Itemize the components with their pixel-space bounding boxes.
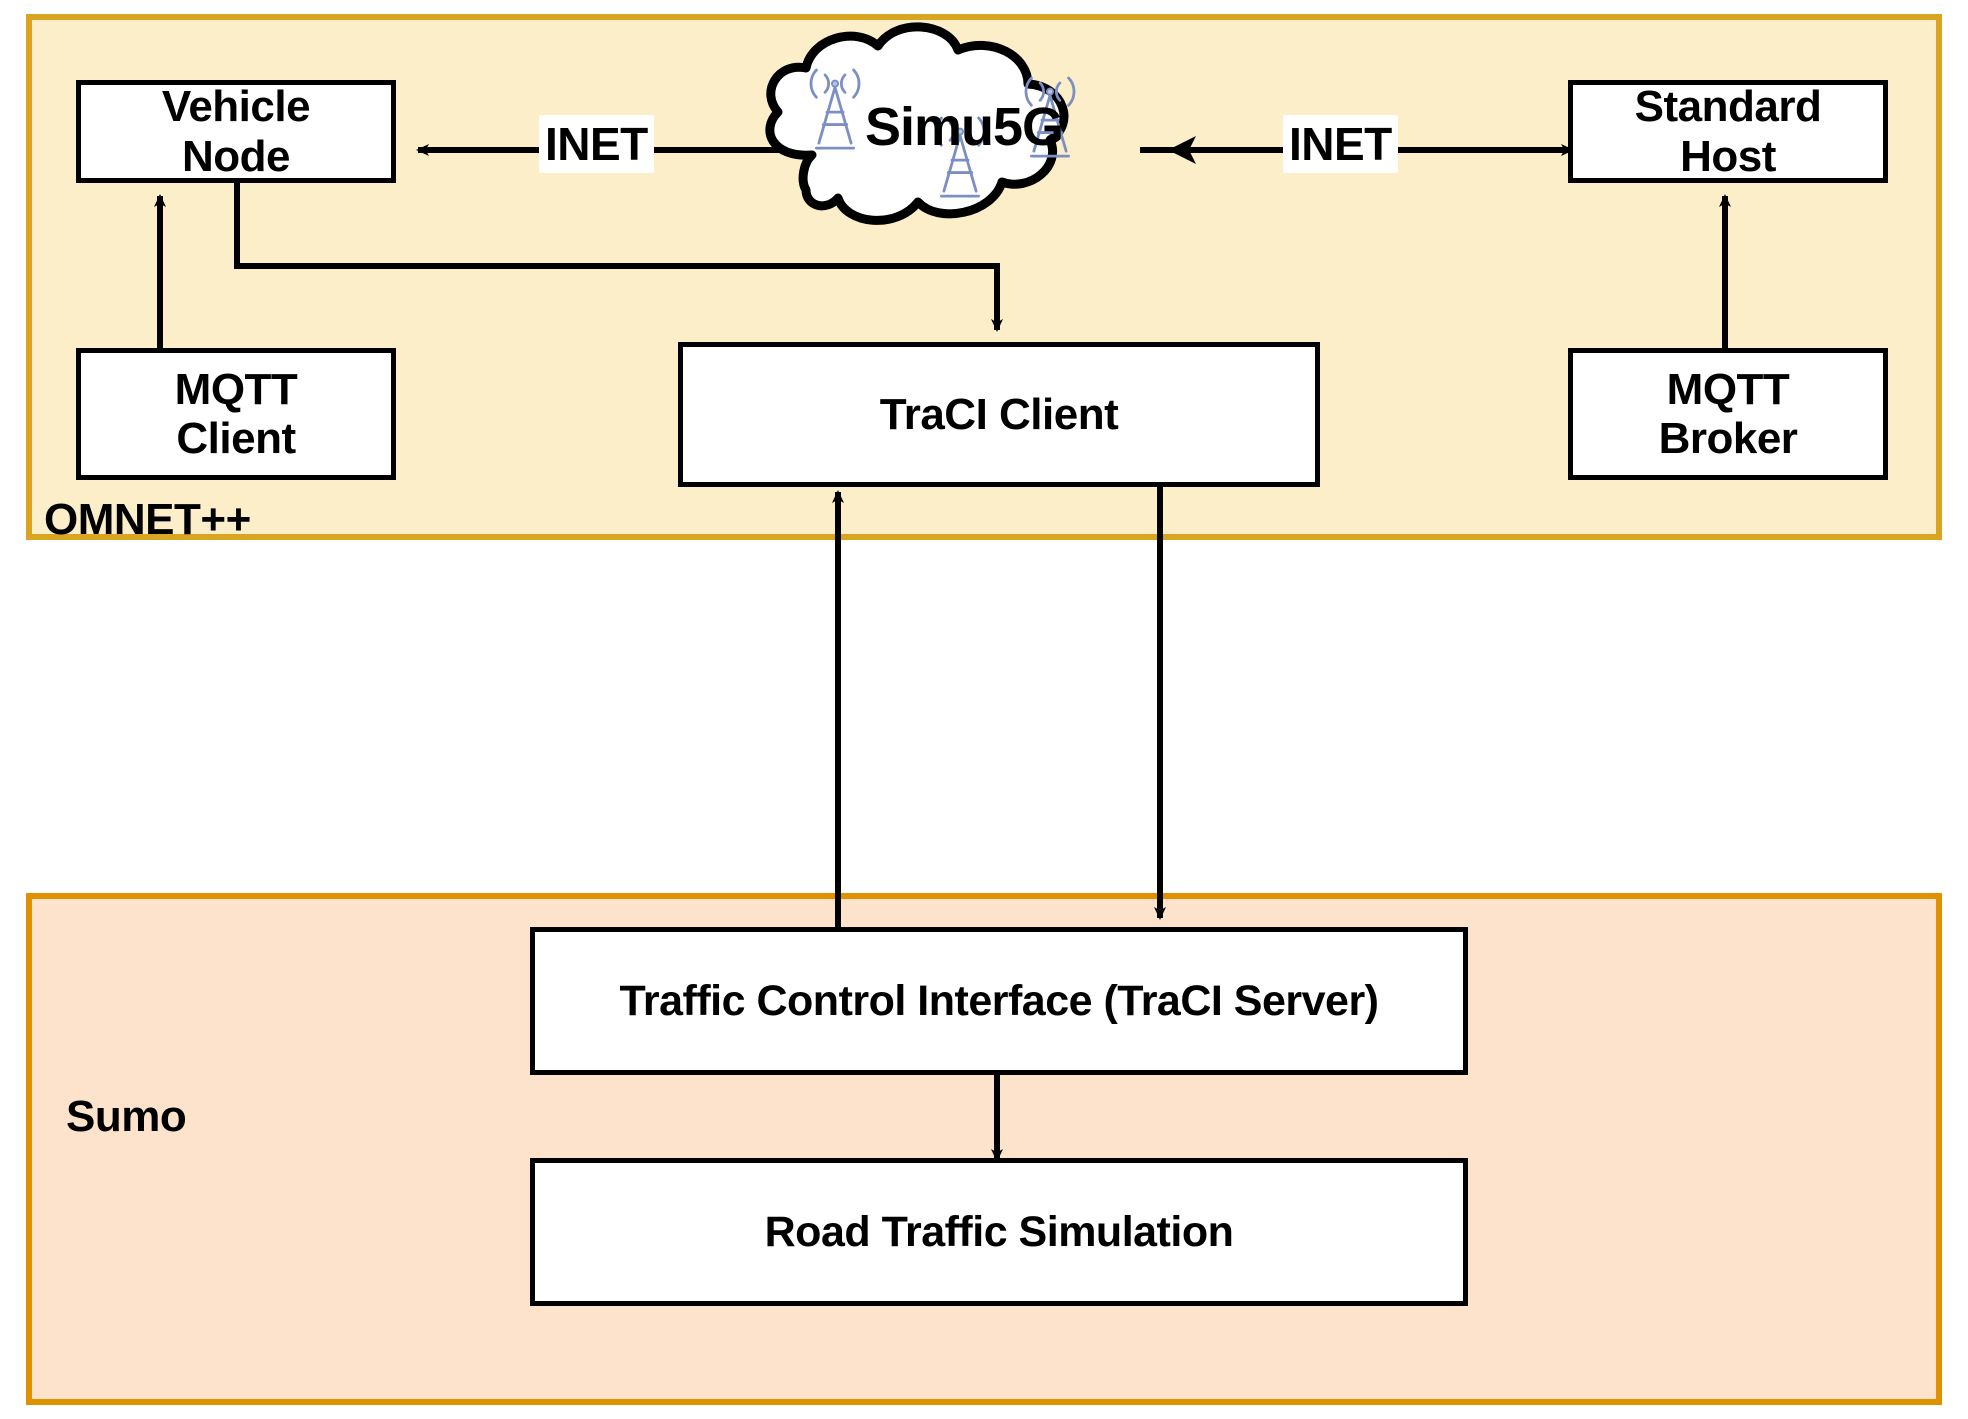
- edge-vehicle-node-to-traci-client: [234, 180, 1003, 332]
- node-road-traffic-simulation[interactable]: Road Traffic Simulation: [530, 1158, 1468, 1306]
- node-mqtt-client-line2: Client: [176, 414, 296, 463]
- arrowhead-into-cloud-right: [1168, 136, 1196, 164]
- node-vehicle-node[interactable]: Vehicle Node: [76, 80, 396, 183]
- node-mqtt-client-line1: MQTT: [174, 364, 298, 414]
- node-mqtt-broker-line2: Broker: [1658, 414, 1798, 463]
- node-traci-client[interactable]: TraCI Client: [678, 342, 1320, 487]
- node-vehicle-node-line2: Node: [181, 131, 291, 181]
- node-traci-server[interactable]: Traffic Control Interface (TraCI Server): [530, 927, 1468, 1075]
- node-mqtt-broker[interactable]: MQTT Broker: [1568, 348, 1888, 480]
- region-label-omnet: OMNET++: [44, 495, 251, 544]
- simu5g-label: Simu5G: [865, 97, 1064, 157]
- region-label-sumo: Sumo: [66, 1092, 187, 1141]
- node-mqtt-broker-line1: MQTT: [1666, 364, 1790, 414]
- node-standard-host-line1: Standard: [1634, 82, 1822, 132]
- node-vehicle-node-line1: Vehicle: [161, 82, 311, 132]
- node-mqtt-client[interactable]: MQTT Client: [76, 348, 396, 480]
- edge-label-inet-left: INET: [539, 115, 654, 173]
- edge-label-inet-right: INET: [1283, 115, 1398, 173]
- node-standard-host-line2: Host: [1680, 131, 1776, 181]
- node-standard-host[interactable]: Standard Host: [1568, 80, 1888, 183]
